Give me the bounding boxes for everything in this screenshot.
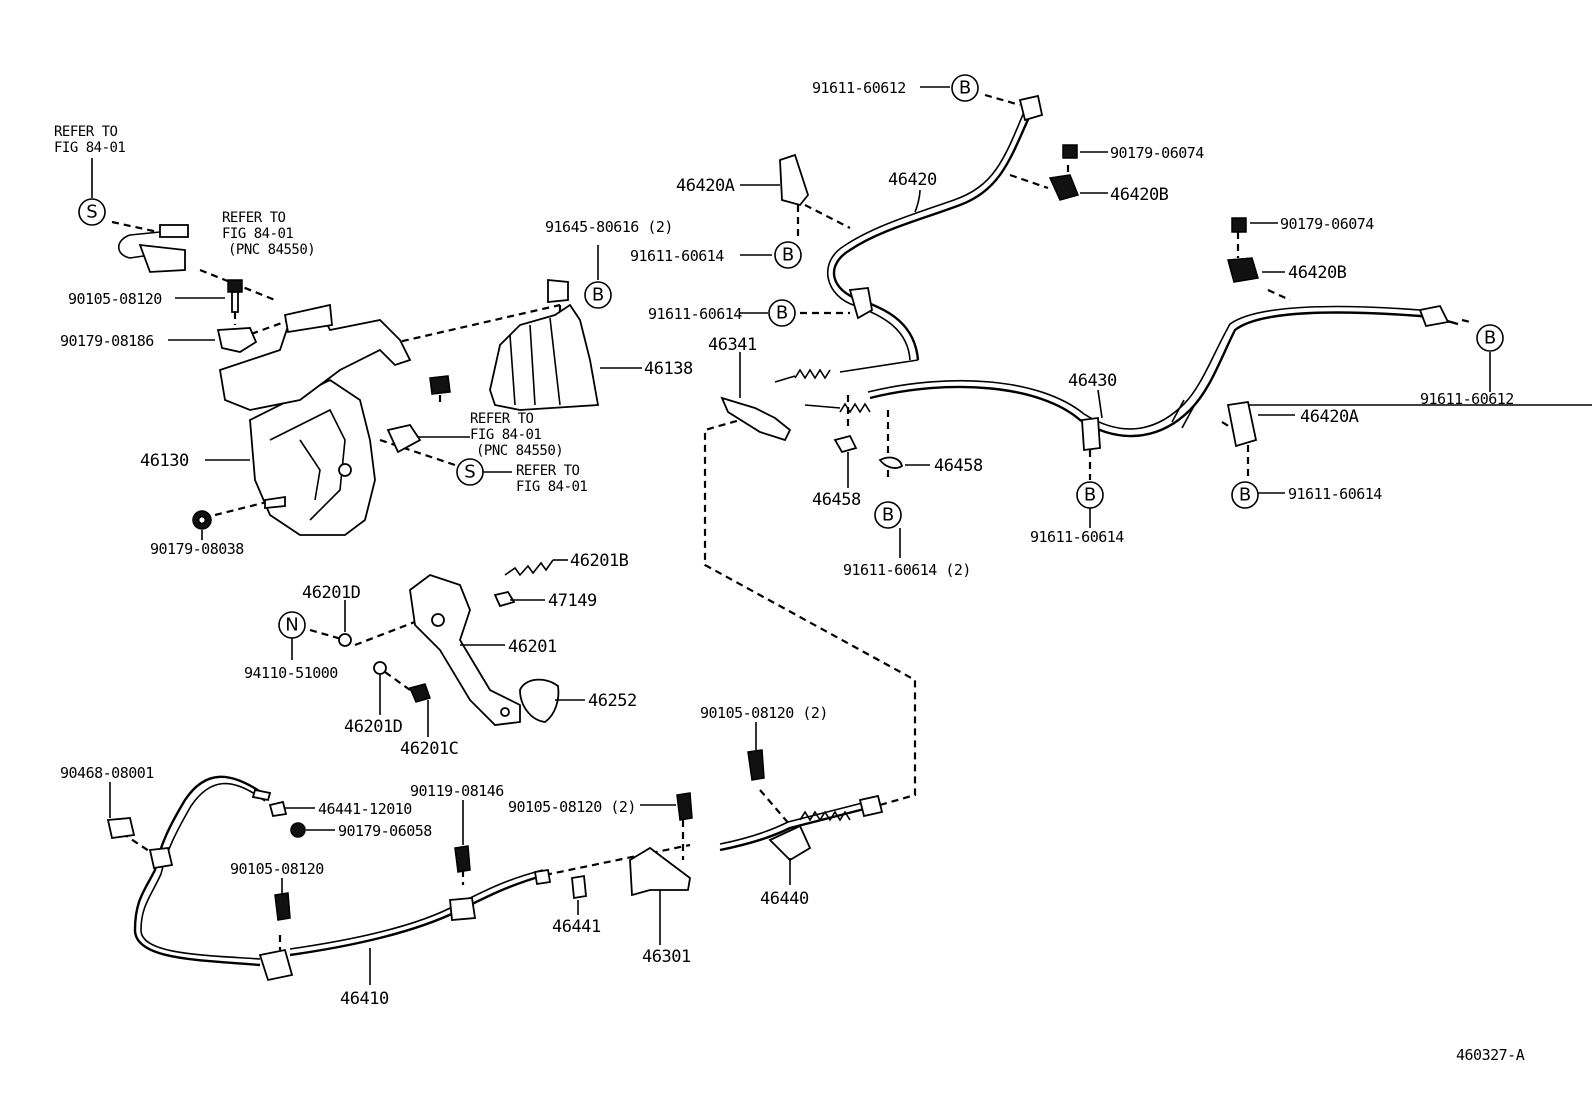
label-90105-08120-2b: 90105-08120 (2): [700, 704, 828, 722]
marker-b-60614-c: B: [1076, 481, 1104, 509]
label-refer-fig-b1: REFER TO: [516, 463, 580, 479]
label-46252: 46252: [588, 691, 637, 711]
marker-b-91645: B: [584, 281, 612, 309]
marker-b-60614-b: B: [768, 299, 796, 327]
svg-text:B: B: [1084, 485, 1096, 506]
bracket-46301: [629, 846, 691, 897]
label-46420: 46420: [888, 170, 937, 190]
marker-s-lower: S: [456, 458, 484, 486]
svg-text:B: B: [959, 78, 971, 99]
label-46440: 46440: [760, 889, 809, 909]
label-46301: 46301: [642, 947, 691, 967]
marker-b-60614-2: B: [874, 501, 902, 529]
svg-text:B: B: [782, 245, 794, 266]
label-91611-60614-a: 91611-60614: [630, 247, 724, 265]
label-90119-08146: 90119-08146: [410, 782, 504, 800]
label-refer-pnc-b2: FIG 84-01: [470, 427, 541, 443]
label-46410: 46410: [340, 989, 389, 1009]
label-46420B-b: 46420B: [1288, 263, 1347, 283]
pedal-pad-46252: [519, 678, 560, 723]
label-90468-08001: 90468-08001: [60, 764, 154, 782]
label-46201D-a: 46201D: [302, 583, 361, 603]
label-refer-fig-a1: REFER TO: [54, 124, 118, 140]
label-90179-06074-a: 90179-06074: [1110, 144, 1204, 162]
svg-text:B: B: [1484, 328, 1496, 349]
label-46458-b: 46458: [934, 456, 983, 476]
label-46201: 46201: [508, 637, 557, 657]
label-90105-08120-b: 90105-08120: [230, 860, 324, 878]
label-refer-pnc-a1: REFER TO: [222, 210, 286, 226]
cover-46138: [489, 303, 600, 411]
label-90179-06058: 90179-06058: [338, 822, 432, 840]
label-90105-08120-2a: 90105-08120 (2): [508, 798, 636, 816]
equalizer-46440: [768, 824, 812, 862]
svg-text:S: S: [464, 462, 475, 483]
label-46130: 46130: [140, 451, 189, 471]
label-91611-60612-b: 91611-60612: [1420, 390, 1514, 408]
label-91611-60614-2: 91611-60614 (2): [843, 561, 971, 579]
svg-text:B: B: [592, 285, 604, 306]
label-91611-60614-c: 91611-60614: [1030, 528, 1124, 546]
label-46138: 46138: [644, 359, 693, 379]
label-46420B-a: 46420B: [1110, 185, 1169, 205]
label-46441-12010: 46441-12010: [318, 800, 412, 818]
label-refer-pnc-b1: REFER TO: [470, 411, 534, 427]
figure-id: 460327-A: [1456, 1046, 1525, 1064]
svg-text:B: B: [882, 505, 894, 526]
label-91611-60614-b: 91611-60614: [648, 305, 742, 323]
label-46341: 46341: [708, 335, 757, 355]
marker-n: N: [278, 611, 306, 639]
label-94110-51000: 94110-51000: [244, 664, 338, 682]
label-46420A-a: 46420A: [676, 176, 735, 196]
svg-text:B: B: [776, 303, 788, 324]
label-refer-pnc-b3: (PNC 84550): [476, 443, 563, 459]
label-46458-a: 46458: [812, 490, 861, 510]
marker-b-60612-top: B: [951, 74, 979, 102]
label-47149: 47149: [548, 591, 597, 611]
label-refer-fig-b2: FIG 84-01: [516, 479, 587, 495]
label-46201B: 46201B: [570, 551, 629, 571]
marker-b-60614-d: B: [1231, 481, 1259, 509]
label-90179-08186: 90179-08186: [60, 332, 154, 350]
marker-s-label: S: [86, 202, 97, 223]
label-91611-60614-d: 91611-60614: [1288, 485, 1382, 503]
label-90179-08038: 90179-08038: [150, 540, 244, 558]
marker-b-60612-right: B: [1476, 324, 1504, 352]
bracket-46341: [720, 396, 792, 442]
pedal-arm-46201: [409, 573, 521, 726]
label-refer-pnc-a3: (PNC 84550): [228, 242, 315, 258]
label-refer-pnc-a2: FIG 84-01: [222, 226, 293, 242]
label-90179-06074-b: 90179-06074: [1280, 215, 1374, 233]
label-46441: 46441: [552, 917, 601, 937]
label-refer-fig-a2: FIG 84-01: [54, 140, 125, 156]
part-labels: REFER TO FIG 84-01 REFER TO FIG 84-01 (P…: [54, 79, 1525, 1064]
label-leaders: [91, 86, 1592, 985]
part-shapes: [106, 94, 1450, 982]
label-46430: 46430: [1068, 371, 1117, 391]
label-91611-60612-a: 91611-60612: [812, 79, 906, 97]
marker-b-60614-a: B: [774, 241, 802, 269]
marker-s-top: S: [78, 198, 106, 226]
svg-text:B: B: [1239, 485, 1251, 506]
label-46201C: 46201C: [400, 739, 458, 759]
label-46420A-b: 46420A: [1300, 407, 1359, 427]
label-91645-80616: 91645-80616 (2): [545, 218, 673, 236]
svg-text:N: N: [285, 615, 298, 636]
label-46201D-b: 46201D: [344, 717, 403, 737]
label-90105-08120-a: 90105-08120: [68, 290, 162, 308]
